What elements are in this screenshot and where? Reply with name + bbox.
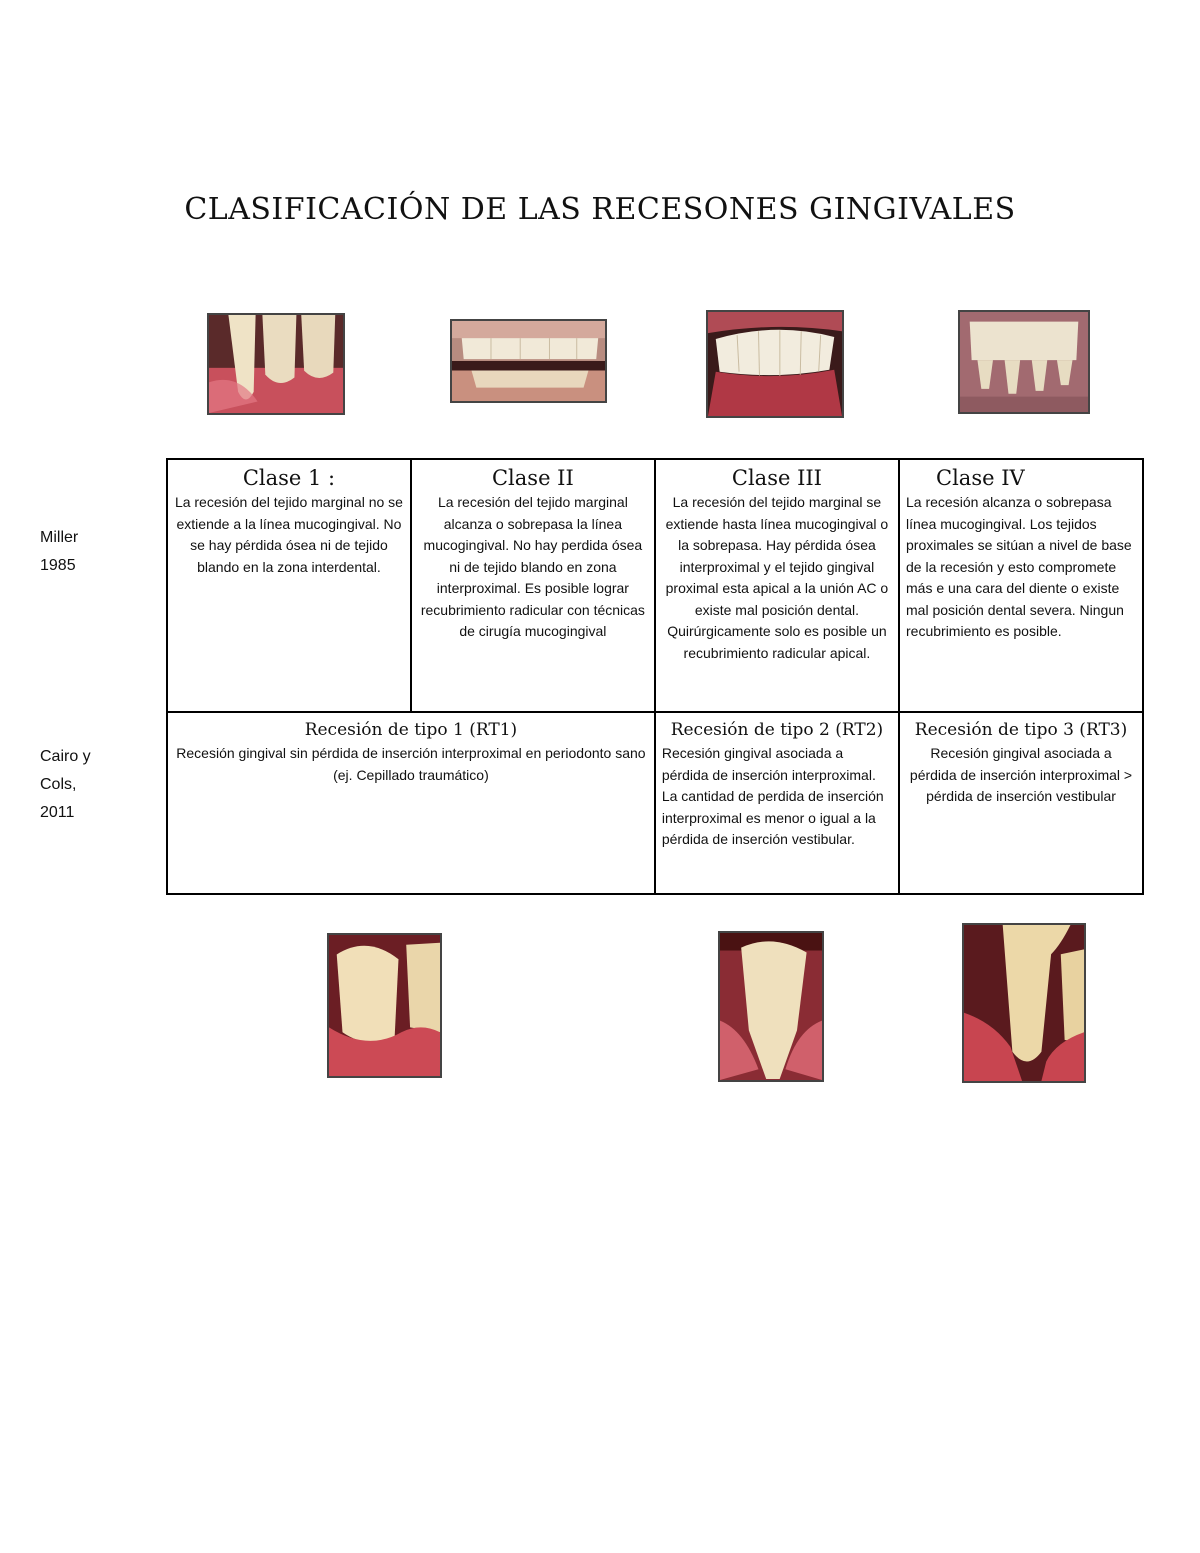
photo-rt3	[962, 923, 1086, 1083]
cairo-cell-rt2: Recesión de tipo 2 (RT2) Recesión gingiv…	[653, 711, 901, 895]
cairo-cell-rt3: Recesión de tipo 3 (RT3) Recesión gingiv…	[898, 711, 1144, 895]
clase-3-text: La recesión del tejido marginal se extie…	[665, 494, 889, 661]
rt3-text: Recesión gingival asociada a pérdida de …	[909, 745, 1133, 804]
photo-rt2	[718, 931, 824, 1082]
clase-4-heading: Clase IV	[936, 466, 1025, 490]
cairo-cell-rt1: Recesión de tipo 1 (RT1) Recesión gingiv…	[166, 711, 656, 895]
row-label-miller: Miller 1985	[40, 529, 79, 574]
photo-clase-4	[958, 310, 1090, 414]
clase-2-text: La recesión del tejido marginal alcanza …	[420, 494, 645, 639]
miller-cell-4: Clase IV La recesión alcanza o sobrepasa…	[898, 458, 1144, 713]
classification-table: Clase 1 : La recesión del tejido margina…	[166, 458, 1144, 895]
rt3-heading: Recesión de tipo 3 (RT3)	[914, 720, 1128, 740]
rt1-text: Recesión gingival sin pérdida de inserci…	[176, 745, 646, 783]
clase-3-heading: Clase III	[731, 466, 822, 490]
page-title: CLASIFICACIÓN DE LAS RECESONES GINGIVALE…	[184, 192, 1016, 227]
clase-1-text: La recesión del tejido marginal no se ex…	[174, 494, 403, 575]
clase-4-text: La recesión alcanza o sobrepasa línea mu…	[906, 494, 1132, 639]
miller-cell-2: Clase II La recesión del tejido marginal…	[409, 458, 656, 713]
miller-cell-3: Clase III La recesión del tejido margina…	[653, 458, 901, 713]
photo-clase-1	[207, 313, 345, 415]
clase-1-heading: Clase 1 :	[242, 466, 336, 490]
rt2-heading: Recesión de tipo 2 (RT2)	[670, 720, 884, 740]
rt2-text: Recesión gingival asociada a pérdida de …	[661, 745, 884, 847]
miller-cell-1: Clase 1 : La recesión del tejido margina…	[166, 458, 412, 713]
miller-row: Clase 1 : La recesión del tejido margina…	[166, 458, 1144, 713]
photo-clase-2	[450, 319, 607, 403]
clase-2-heading: Clase II	[491, 466, 574, 490]
cairo-row: Recesión de tipo 1 (RT1) Recesión gingiv…	[166, 711, 1144, 895]
photo-clase-3	[706, 310, 844, 418]
photo-rt1	[327, 933, 442, 1078]
rt1-heading: Recesión de tipo 1 (RT1)	[304, 720, 518, 740]
row-label-cairo: Cairo y Cols, 2011	[40, 748, 91, 821]
